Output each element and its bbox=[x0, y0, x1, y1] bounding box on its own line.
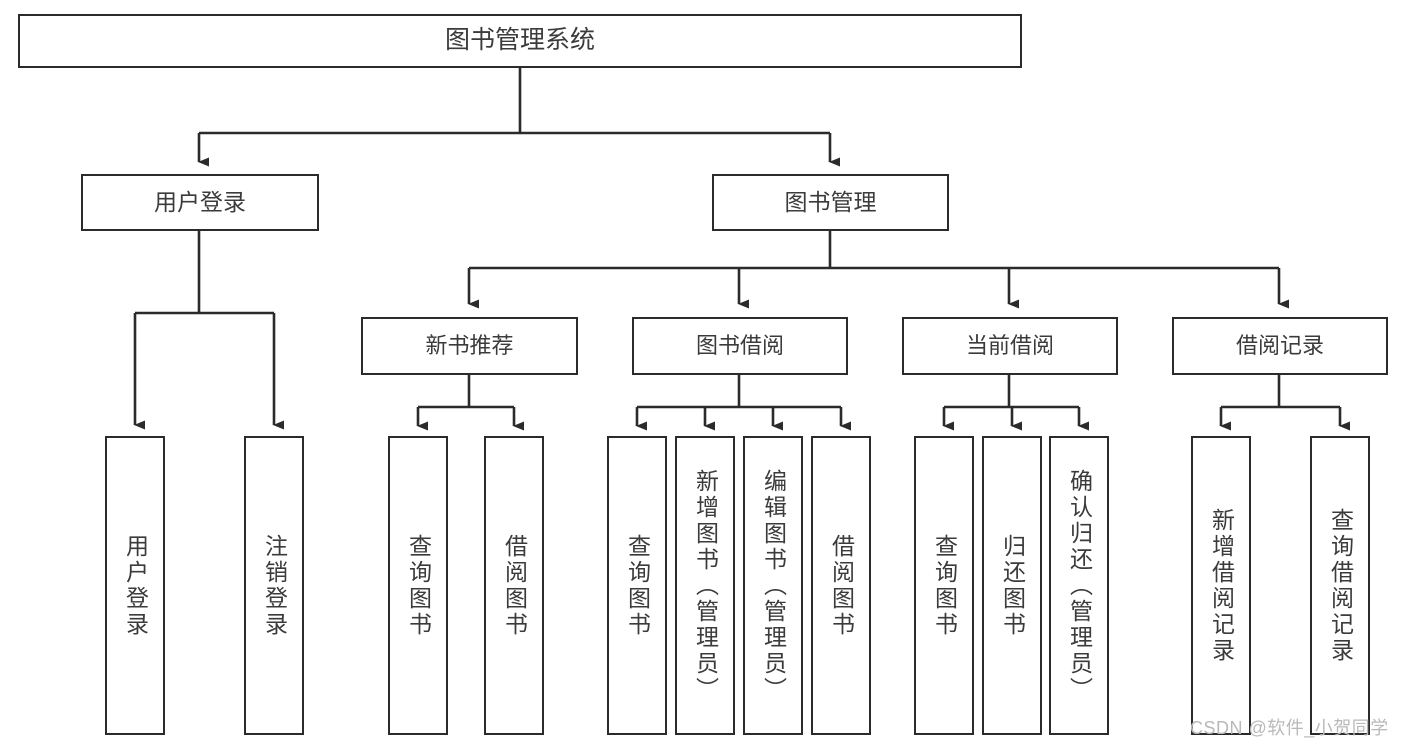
node-label: 图书借阅 bbox=[695, 333, 784, 359]
node-label: 查询图书 bbox=[624, 533, 651, 638]
node-label: 借阅图书 bbox=[828, 533, 855, 638]
node-label: 确认归还（管理员） bbox=[1066, 468, 1093, 703]
node-label: 当前借阅 bbox=[965, 333, 1054, 359]
node-leaf-query-borrow-record[interactable]: 查询借阅记录 bbox=[1310, 436, 1370, 735]
node-label: 新增借阅记录 bbox=[1208, 507, 1235, 664]
node-label: 用户登录 bbox=[154, 188, 246, 215]
node-leaf-confirm-return[interactable]: 确认归还（管理员） bbox=[1049, 436, 1109, 735]
node-borrow-record[interactable]: 借阅记录 bbox=[1172, 317, 1388, 375]
node-label: 查询借阅记录 bbox=[1327, 507, 1354, 664]
node-label: 查询图书 bbox=[931, 533, 958, 638]
node-leaf-query-book-borrow[interactable]: 查询图书 bbox=[607, 436, 667, 735]
node-leaf-logout-login[interactable]: 注销登录 bbox=[244, 436, 304, 735]
node-leaf-add-borrow-record[interactable]: 新增借阅记录 bbox=[1191, 436, 1251, 735]
node-label: 新增图书（管理员） bbox=[692, 468, 719, 703]
node-leaf-query-book-current[interactable]: 查询图书 bbox=[914, 436, 974, 735]
node-label: 用户登录 bbox=[122, 533, 149, 638]
node-book-borrow[interactable]: 图书借阅 bbox=[632, 317, 848, 375]
node-label: 新书推荐 bbox=[425, 333, 514, 359]
node-current-borrow[interactable]: 当前借阅 bbox=[902, 317, 1118, 375]
node-label: 借阅记录 bbox=[1235, 333, 1324, 359]
node-book-management[interactable]: 图书管理 bbox=[712, 174, 949, 231]
node-leaf-borrow-book[interactable]: 借阅图书 bbox=[811, 436, 871, 735]
node-new-book-recommend[interactable]: 新书推荐 bbox=[361, 317, 578, 375]
node-leaf-add-book[interactable]: 新增图书（管理员） bbox=[675, 436, 735, 735]
node-leaf-user-login[interactable]: 用户登录 bbox=[105, 436, 165, 735]
node-label: 编辑图书（管理员） bbox=[760, 468, 787, 703]
node-label: 查询图书 bbox=[405, 533, 432, 638]
node-label: 图书管理 bbox=[784, 188, 877, 215]
node-leaf-borrow-book-recommend[interactable]: 借阅图书 bbox=[484, 436, 544, 735]
node-root-book-management-system[interactable]: 图书管理系统 bbox=[18, 14, 1022, 68]
node-leaf-query-book-recommend[interactable]: 查询图书 bbox=[388, 436, 448, 735]
node-leaf-return-book[interactable]: 归还图书 bbox=[982, 436, 1042, 735]
node-label: 图书管理系统 bbox=[444, 26, 595, 55]
node-label: 归还图书 bbox=[999, 533, 1026, 638]
node-label: 借阅图书 bbox=[501, 533, 528, 638]
node-leaf-edit-book[interactable]: 编辑图书（管理员） bbox=[743, 436, 803, 735]
node-user-login[interactable]: 用户登录 bbox=[81, 174, 319, 231]
csdn-watermark: CSDN @软件_小贺同学 bbox=[1190, 718, 1389, 738]
node-label: 注销登录 bbox=[261, 533, 288, 638]
